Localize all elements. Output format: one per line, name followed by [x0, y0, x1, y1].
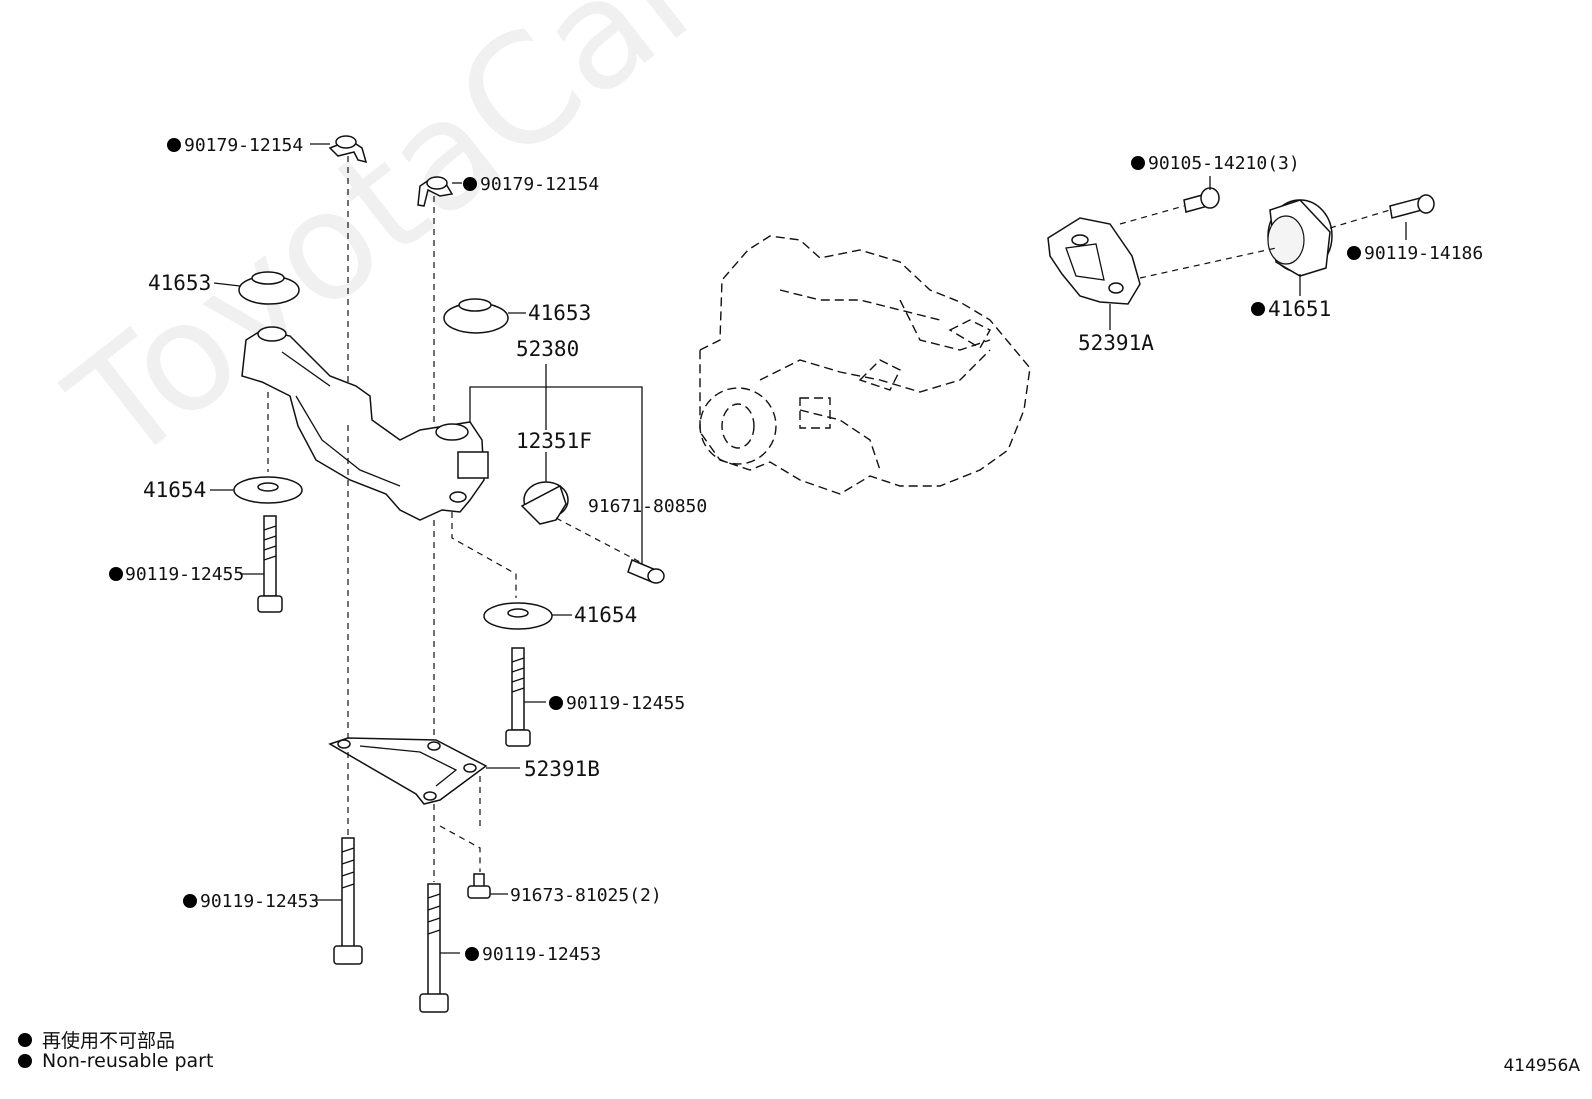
label-90119-12453-right: 90119-12453	[482, 944, 601, 965]
clip-90179-left	[328, 135, 368, 164]
label-90119-12453-left: 90119-12453	[200, 891, 319, 912]
cap-41653-right	[443, 298, 509, 334]
bolt-90119-14186	[1389, 194, 1435, 219]
plate-52391B	[328, 737, 488, 805]
label-91671-80850: 91671-80850	[588, 496, 707, 517]
legend-dot-icon	[18, 1054, 32, 1068]
legend-dot-icon	[18, 1032, 32, 1047]
label-52380: 52380	[516, 337, 579, 361]
label-90119-12455-left: 90119-12455	[125, 564, 244, 585]
label-91673-81025: 91673-81025(2)	[510, 885, 662, 906]
label-90179-12154-left: 90179-12154	[184, 135, 303, 156]
label-90179-12154-right: 90179-12154	[480, 174, 599, 195]
label-52391B: 52391B	[524, 757, 600, 781]
bolt-90119-12453-right	[419, 883, 449, 1013]
bolt-90119-12455-right	[505, 647, 531, 747]
label-12351F: 12351F	[516, 429, 592, 453]
bolt-91673	[467, 873, 491, 899]
clip-90179-right	[417, 176, 454, 207]
mount-41651	[1267, 199, 1333, 277]
bolt-90105-14210	[1183, 187, 1220, 213]
washer-41654-right	[483, 602, 553, 630]
label-41654-left: 41654	[143, 478, 206, 502]
bracket-12351F	[241, 326, 489, 521]
transmission-outline	[699, 235, 1031, 495]
label-90105-14210: 90105-14210(3)	[1148, 153, 1300, 174]
label-90119-12455-right: 90119-12455	[566, 693, 685, 714]
label-41653-left: 41653	[148, 271, 211, 295]
diagram-id: 414956A	[1503, 1056, 1580, 1076]
washer-41654-left	[233, 476, 303, 504]
bracket-52391A	[1047, 217, 1141, 305]
label-90119-14186: 90119-14186	[1364, 243, 1483, 264]
rubber-bushing	[520, 481, 569, 525]
label-41653-right: 41653	[528, 301, 591, 325]
bolt-91671	[627, 558, 665, 584]
legend-text-en: Non-reusable part	[42, 1050, 214, 1072]
legend-jp: 再使用不可部品	[18, 1026, 175, 1053]
label-41654-right: 41654	[574, 603, 637, 627]
cap-41653-left	[238, 271, 300, 305]
label-52391A: 52391A	[1078, 331, 1154, 355]
legend-text-jp: 再使用不可部品	[42, 1030, 176, 1052]
bolt-90119-12455-left	[257, 515, 283, 613]
bolt-90119-12453-left	[333, 837, 363, 965]
label-41651: 41651	[1268, 297, 1331, 321]
legend-en: Non-reusable part	[18, 1050, 213, 1072]
